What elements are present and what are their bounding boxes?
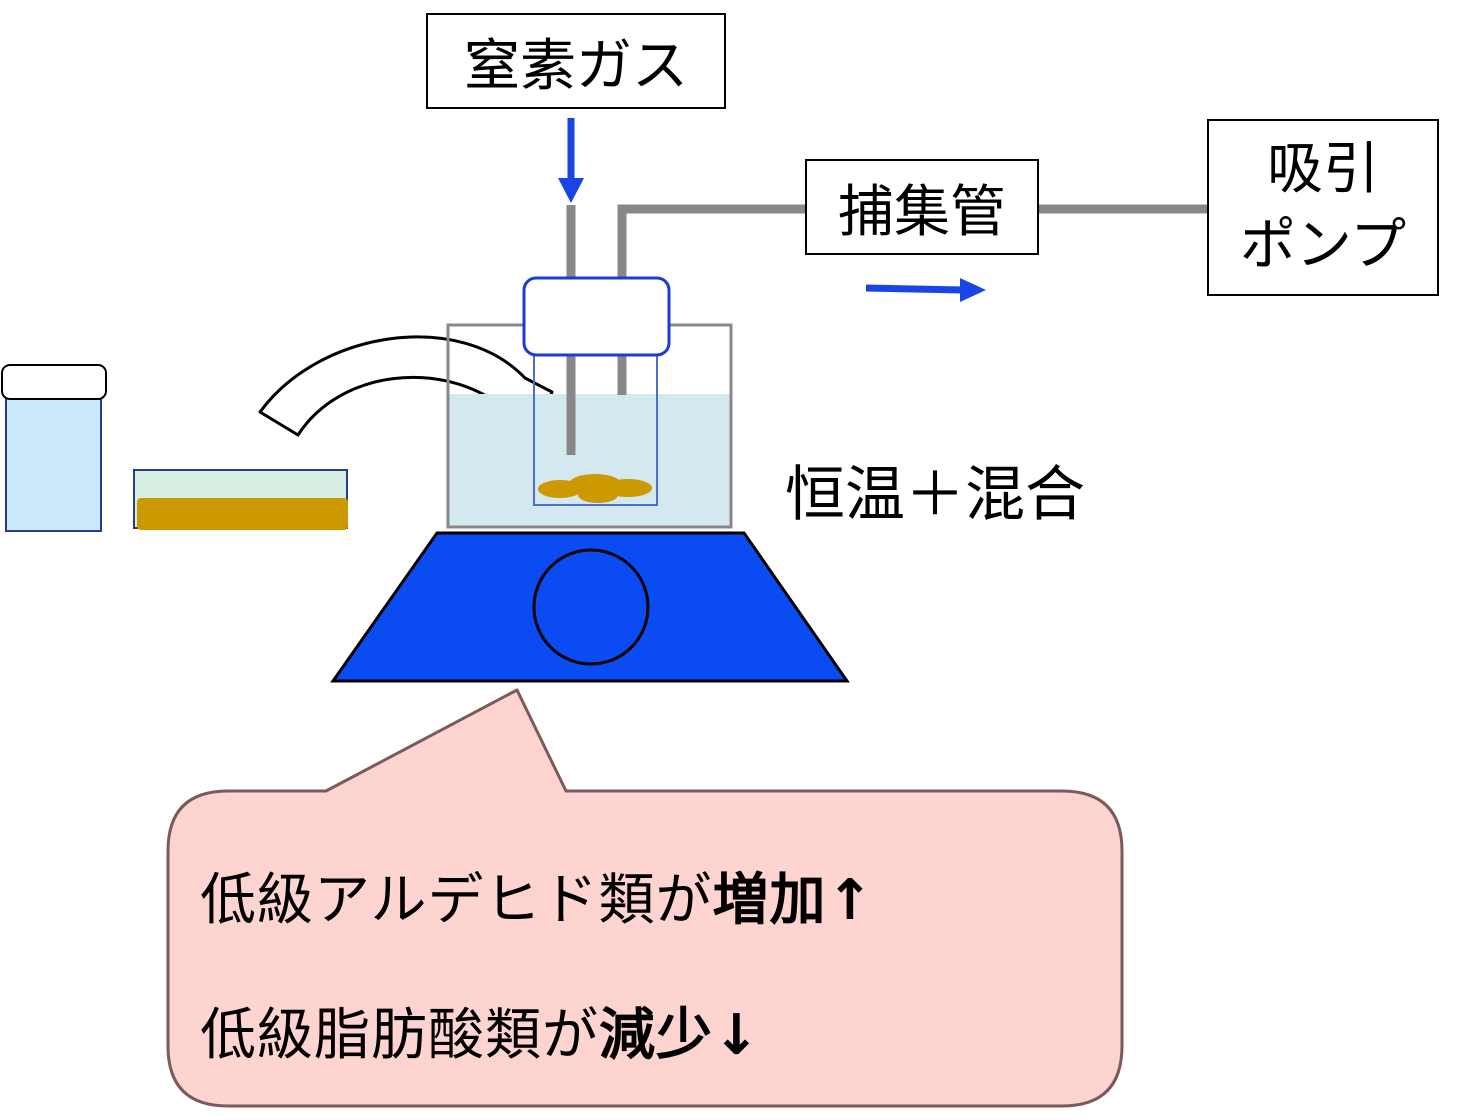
increase-text: 増加	[712, 868, 827, 933]
callout-line-fatty-acids: 低級脂肪酸類が減少↓	[200, 990, 761, 1071]
down-arrow-text-icon: ↓	[713, 1003, 761, 1068]
trap-tube-label: 捕集管	[805, 159, 1039, 255]
nitrogen-gas-text: 窒素ガス	[464, 33, 688, 99]
sample-tray	[133, 469, 348, 530]
up-arrow-icon: ↑	[826, 868, 875, 933]
trap-tube-text: 捕集管	[838, 179, 1006, 245]
callout-bubble	[166, 688, 1124, 1108]
sample-bottle	[1, 364, 107, 532]
right-arrow-icon	[865, 278, 986, 302]
aldehydes-text: 低級アルデヒド類が	[200, 868, 713, 933]
suction-pump-line2: ポンプ	[1239, 212, 1407, 278]
vessel-cap	[522, 276, 671, 357]
suction-pump-label: 吸引 ポンプ	[1207, 119, 1439, 296]
suction-pump-line1: 吸引	[1267, 136, 1379, 202]
down-arrow-icon	[558, 118, 584, 203]
magnetic-stirrer	[330, 531, 850, 683]
temperature-mix-label: 恒温＋混合	[785, 460, 1085, 530]
callout-line-aldehydes: 低級アルデヒド類が増加↑	[200, 855, 874, 936]
nitrogen-gas-label: 窒素ガス	[426, 13, 726, 109]
curved-arrow-icon	[258, 335, 554, 447]
fatty-acids-text: 低級脂肪酸類が	[200, 1003, 599, 1068]
decrease-text: 減少	[599, 1003, 713, 1068]
